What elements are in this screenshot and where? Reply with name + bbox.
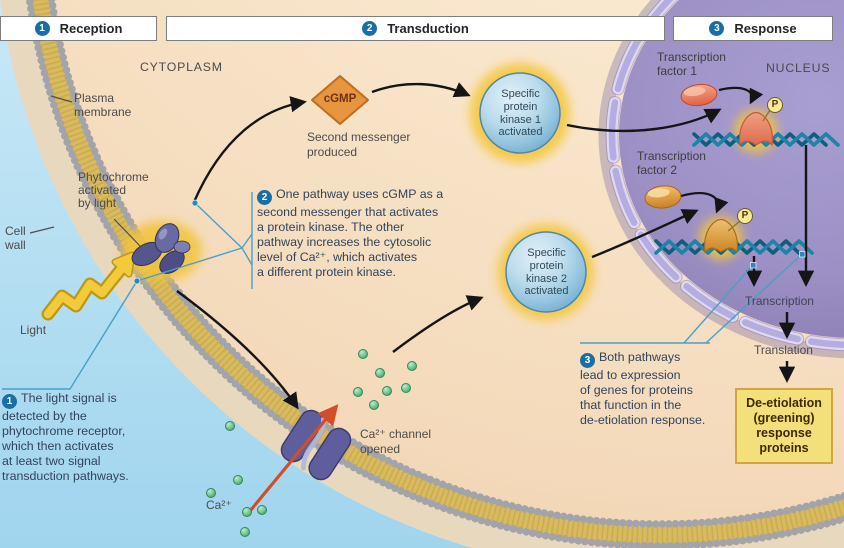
ca-channel-label: Ca²⁺ channel opened <box>360 427 432 456</box>
nuclear-envelope <box>605 0 844 352</box>
calcium-ion <box>242 507 252 517</box>
translation-label: Translation <box>754 343 813 357</box>
header-step-reception: 1 Reception <box>0 16 157 41</box>
step-number-badge: 3 <box>709 21 725 36</box>
ca-ion-label: Ca²⁺ <box>206 498 232 512</box>
step-number-badge: 3 <box>580 353 595 368</box>
arrow-cgmp-to-kinase1 <box>371 82 471 98</box>
membrane-beads-inner <box>48 0 844 528</box>
transcription-label: Transcription <box>745 294 814 308</box>
kinase1-label: Specific protein kinase 1 activated <box>498 88 543 139</box>
step-number-badge: 2 <box>257 190 272 205</box>
kinase1-circle <box>479 72 561 154</box>
step-number-badge: 1 <box>2 394 17 409</box>
step-3-text: Both pathways lead to expression of gene… <box>580 350 706 427</box>
tf2-oval <box>644 185 682 209</box>
tf1-bound <box>738 111 774 147</box>
step3-leader-a <box>683 265 753 344</box>
header-step-response: 3 Response <box>673 16 833 41</box>
calcium-ion <box>206 488 216 498</box>
calcium-ion <box>375 368 385 378</box>
leader-dots <box>133 199 806 285</box>
cytoplasm-label: CYTOPLASM <box>140 60 223 74</box>
phytochrome-pointer <box>113 218 142 248</box>
tf2-bound <box>703 218 739 254</box>
cgmp-diamond <box>311 75 369 125</box>
phytochrome-receptor <box>131 223 191 274</box>
plasma-membrane-band <box>30 0 844 546</box>
arrow-kinase1-to-nucleus <box>566 108 722 133</box>
step3-leader-b <box>705 254 802 344</box>
calcium-ion <box>382 386 392 396</box>
kinase2-label: Specific protein kinase 2 activated <box>524 247 569 298</box>
nucleus-rim-shadow <box>598 0 844 359</box>
arrow-phytochrome-to-cgmp <box>192 96 307 203</box>
calcium-ion <box>225 421 235 431</box>
signal-arrows <box>176 82 815 410</box>
calcium-ion <box>407 361 417 371</box>
header-step-label: Reception <box>59 21 123 36</box>
step-number-badge: 2 <box>362 21 378 36</box>
light-label: Light <box>20 323 47 337</box>
pointer-lines <box>29 95 142 248</box>
light-arrow-icon <box>41 251 136 321</box>
calcium-ions <box>206 349 417 537</box>
arrow-kinase2-to-nucleus <box>591 209 699 259</box>
calcium-ion <box>358 349 368 359</box>
step-number-badge: 1 <box>34 21 50 36</box>
header-step-label: Transduction <box>387 21 469 36</box>
header-step-transduction: 2 Transduction <box>166 16 665 41</box>
plasma-membrane-pointer <box>50 95 73 103</box>
tf2-label: Transcription factor 2 <box>637 149 706 177</box>
plasma-membrane-label: Plasma membrane <box>74 91 132 119</box>
step-2-text: One pathway uses cGMP as a second messen… <box>257 187 444 279</box>
response-proteins-text: De-etiolation (greening) response protei… <box>746 396 822 455</box>
phosphate-badge-1: P <box>767 97 783 113</box>
p2-connector <box>727 220 741 232</box>
step2-bracket <box>241 233 253 266</box>
callout-leader-lines <box>2 192 802 390</box>
arrow-tf2-binding <box>680 192 729 214</box>
calcium-ion <box>353 387 363 397</box>
response-proteins-box: De-etiolation (greening) response protei… <box>735 388 833 464</box>
arrow-tf1-binding <box>718 86 764 105</box>
kinase2-circle <box>505 231 587 313</box>
calcium-ion <box>257 505 267 515</box>
phytochrome-label: Phytochrome activated by light <box>78 170 149 211</box>
membrane-beads-outer <box>25 0 844 548</box>
second-messenger-label: Second messenger produced <box>307 130 411 159</box>
phosphate-badge-2: P <box>737 208 753 224</box>
header-step-label: Response <box>734 21 797 36</box>
calcium-flow-arrow <box>248 404 339 513</box>
nucleus-label: NUCLEUS <box>766 61 831 75</box>
step1-leader <box>2 280 138 390</box>
calcium-ion <box>233 475 243 485</box>
calcium-ion <box>240 527 250 537</box>
calcium-ion <box>401 383 411 393</box>
cell-wall-label: Cell wall <box>5 224 26 252</box>
step2-leader-a <box>194 202 243 249</box>
arrow-phytochrome-to-channel <box>176 290 299 410</box>
p1-connector <box>762 109 771 122</box>
tf1-label: Transcription factor 1 <box>657 50 726 78</box>
cgmp-label: cGMP <box>323 93 357 105</box>
tf1-oval <box>680 83 718 107</box>
step2-leader-b <box>136 247 243 282</box>
arrow-ca-to-kinase2 <box>392 295 484 353</box>
step-1-text: The light signal is detected by the phyt… <box>2 391 129 483</box>
cell-wall-pointer <box>29 226 55 234</box>
calcium-ion <box>369 400 379 410</box>
